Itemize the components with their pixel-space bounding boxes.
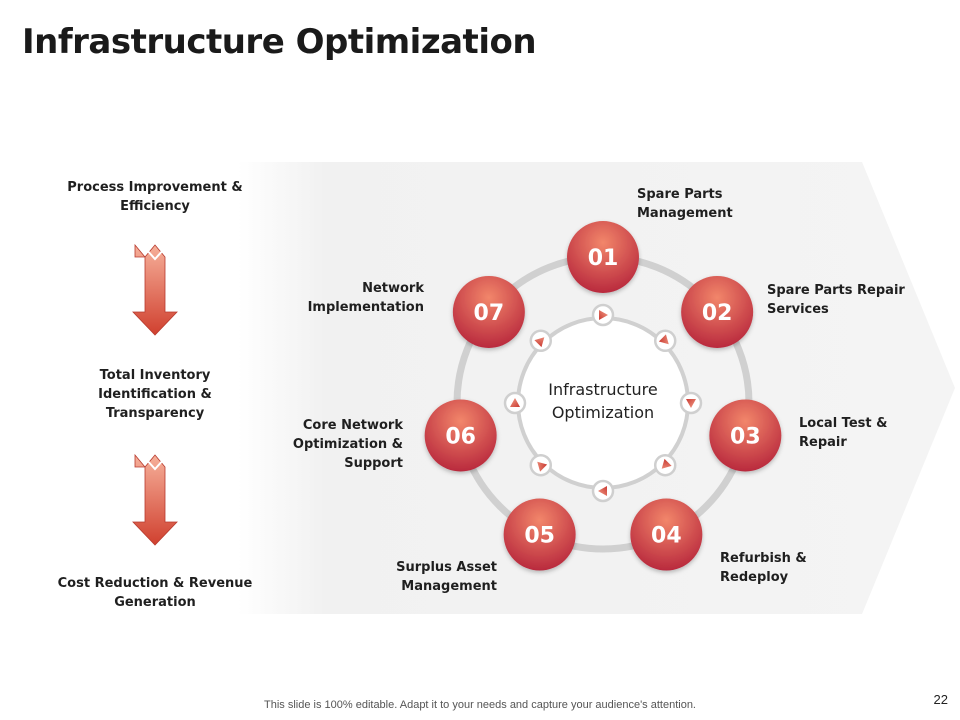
left-flow-item-process-improvement: Process Improvement & Efficiency [67, 180, 243, 214]
step-label-line: Implementation [307, 300, 424, 315]
step-label-line: Redeploy [720, 570, 789, 585]
step-disc [503, 498, 576, 571]
page-number: 22 [933, 692, 948, 707]
step-label-04: Refurbish & Redeploy [720, 549, 807, 587]
step-label-line: Repair [799, 435, 847, 450]
step-label-line: Network [362, 281, 424, 296]
step-disc [452, 275, 525, 348]
step-label-line: Management [637, 206, 733, 221]
footer-note: This slide is 100% editable. Adapt it to… [264, 699, 696, 711]
arrowhead-icon [534, 337, 545, 348]
step-number: 02 [702, 301, 733, 326]
arrowhead-icon [510, 398, 520, 407]
step-circle-04: 04 [630, 498, 703, 571]
step-circle-07: 07 [452, 275, 525, 348]
down-arrow-icon [132, 453, 178, 546]
step-label-07: Network Implementation [308, 279, 424, 317]
step-disc [567, 221, 639, 293]
left-flow-item-cost-reduction: Cost Reduction & Revenue Generation [57, 576, 253, 610]
arrowhead-icon [658, 334, 669, 345]
step-label-line: Spare Parts [637, 187, 723, 202]
step-disc [630, 498, 703, 571]
step-number: 04 [651, 524, 682, 549]
step-number: 03 [730, 424, 761, 449]
step-label-03: Local Test & Repair [799, 414, 887, 452]
step-circle-06: 06 [424, 399, 497, 472]
step-label-02: Spare Parts Repair Services [767, 281, 905, 319]
step-label-line: Local Test & [799, 416, 888, 431]
step-label-01: Spare Parts Management [637, 185, 733, 223]
step-label-line: Services [767, 302, 829, 317]
step-circle-03: 03 [709, 399, 782, 472]
arrowhead-icon [661, 458, 672, 469]
arrowhead-icon [599, 310, 608, 320]
step-label-05: Surplus Asset Management [396, 558, 497, 596]
step-number: 05 [524, 524, 555, 549]
step-number: 07 [474, 301, 505, 326]
step-label-line: Surplus Asset [396, 560, 497, 575]
page-title: Infrastructure Optimization [22, 22, 537, 62]
arrowhead-icon [686, 399, 696, 408]
arrowhead-icon [598, 486, 607, 496]
step-label-line: Management [401, 579, 497, 594]
step-label-line: Core Network [302, 418, 403, 433]
arrowhead-icon [537, 461, 548, 472]
step-circle-02: 02 [681, 275, 754, 348]
step-label-line: Spare Parts Repair [767, 283, 905, 298]
step-disc [681, 275, 754, 348]
down-arrow-icon [132, 243, 178, 336]
step-number: 06 [445, 424, 476, 449]
left-flow-item-total-inventory: Total Inventory Identification & Transpa… [98, 368, 212, 421]
step-disc [424, 399, 497, 472]
step-label-06: Core Network Optimization & Support [293, 416, 403, 473]
step-label-line: Refurbish & [720, 551, 807, 566]
step-number: 01 [588, 246, 619, 271]
step-disc [709, 399, 782, 472]
step-label-line: Support [344, 456, 403, 471]
step-circle-01: 01 [567, 221, 639, 293]
step-label-line: Optimization & [292, 437, 403, 452]
step-circle-05: 05 [503, 498, 576, 571]
